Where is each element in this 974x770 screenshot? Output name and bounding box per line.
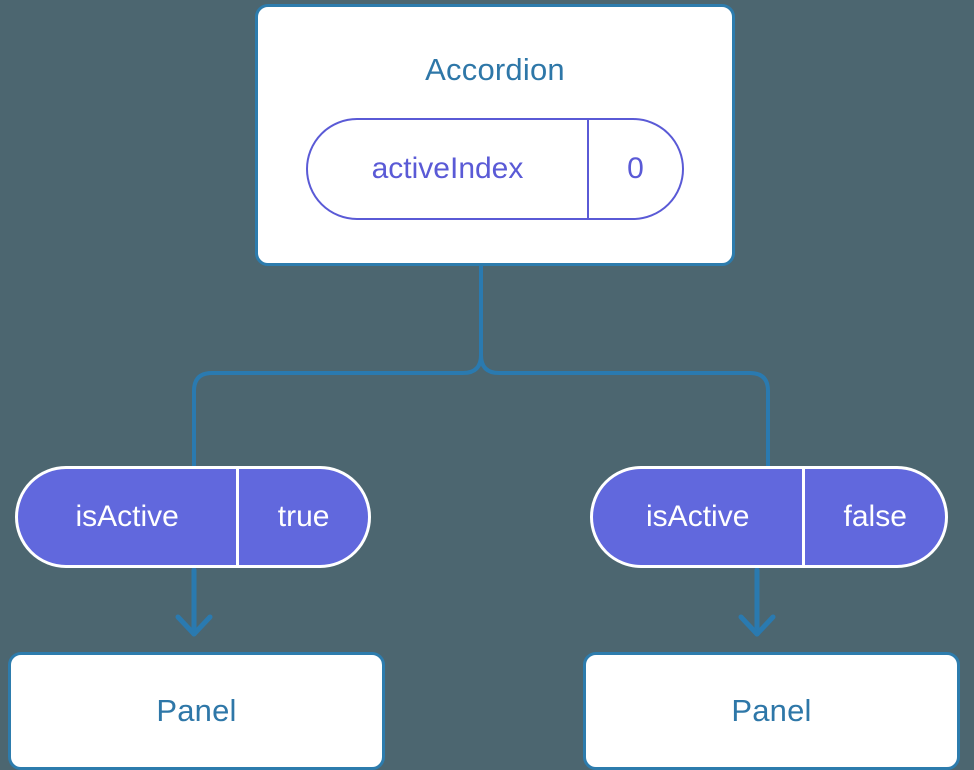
prop-badge-is-active-left-value: true <box>236 469 368 565</box>
node-accordion-title: Accordion <box>425 52 565 87</box>
prop-badge-is-active-left[interactable]: isActive true <box>15 466 371 568</box>
prop-badge-active-index-key: activeIndex <box>371 152 524 185</box>
edge-accordion-to-left-prop <box>192 264 483 468</box>
prop-badge-is-active-right[interactable]: isActive false <box>590 466 948 568</box>
node-panel-left-title: Panel <box>156 693 237 728</box>
node-panel-left[interactable]: Panel <box>8 652 385 770</box>
prop-badge-is-active-left-key: isActive <box>75 500 179 533</box>
arrowhead-down-icon-right <box>738 614 776 637</box>
prop-badge-is-active-right-key: isActive <box>646 500 750 533</box>
prop-badge-is-active-right-value: false <box>802 469 945 565</box>
arrowhead-down-icon-left <box>175 614 213 637</box>
prop-badge-active-index[interactable]: activeIndex 0 <box>306 118 684 220</box>
prop-badge-active-index-value: 0 <box>587 120 682 218</box>
node-panel-right[interactable]: Panel <box>583 652 960 770</box>
node-panel-right-title: Panel <box>731 693 812 728</box>
edge-accordion-to-right-prop <box>479 264 770 468</box>
